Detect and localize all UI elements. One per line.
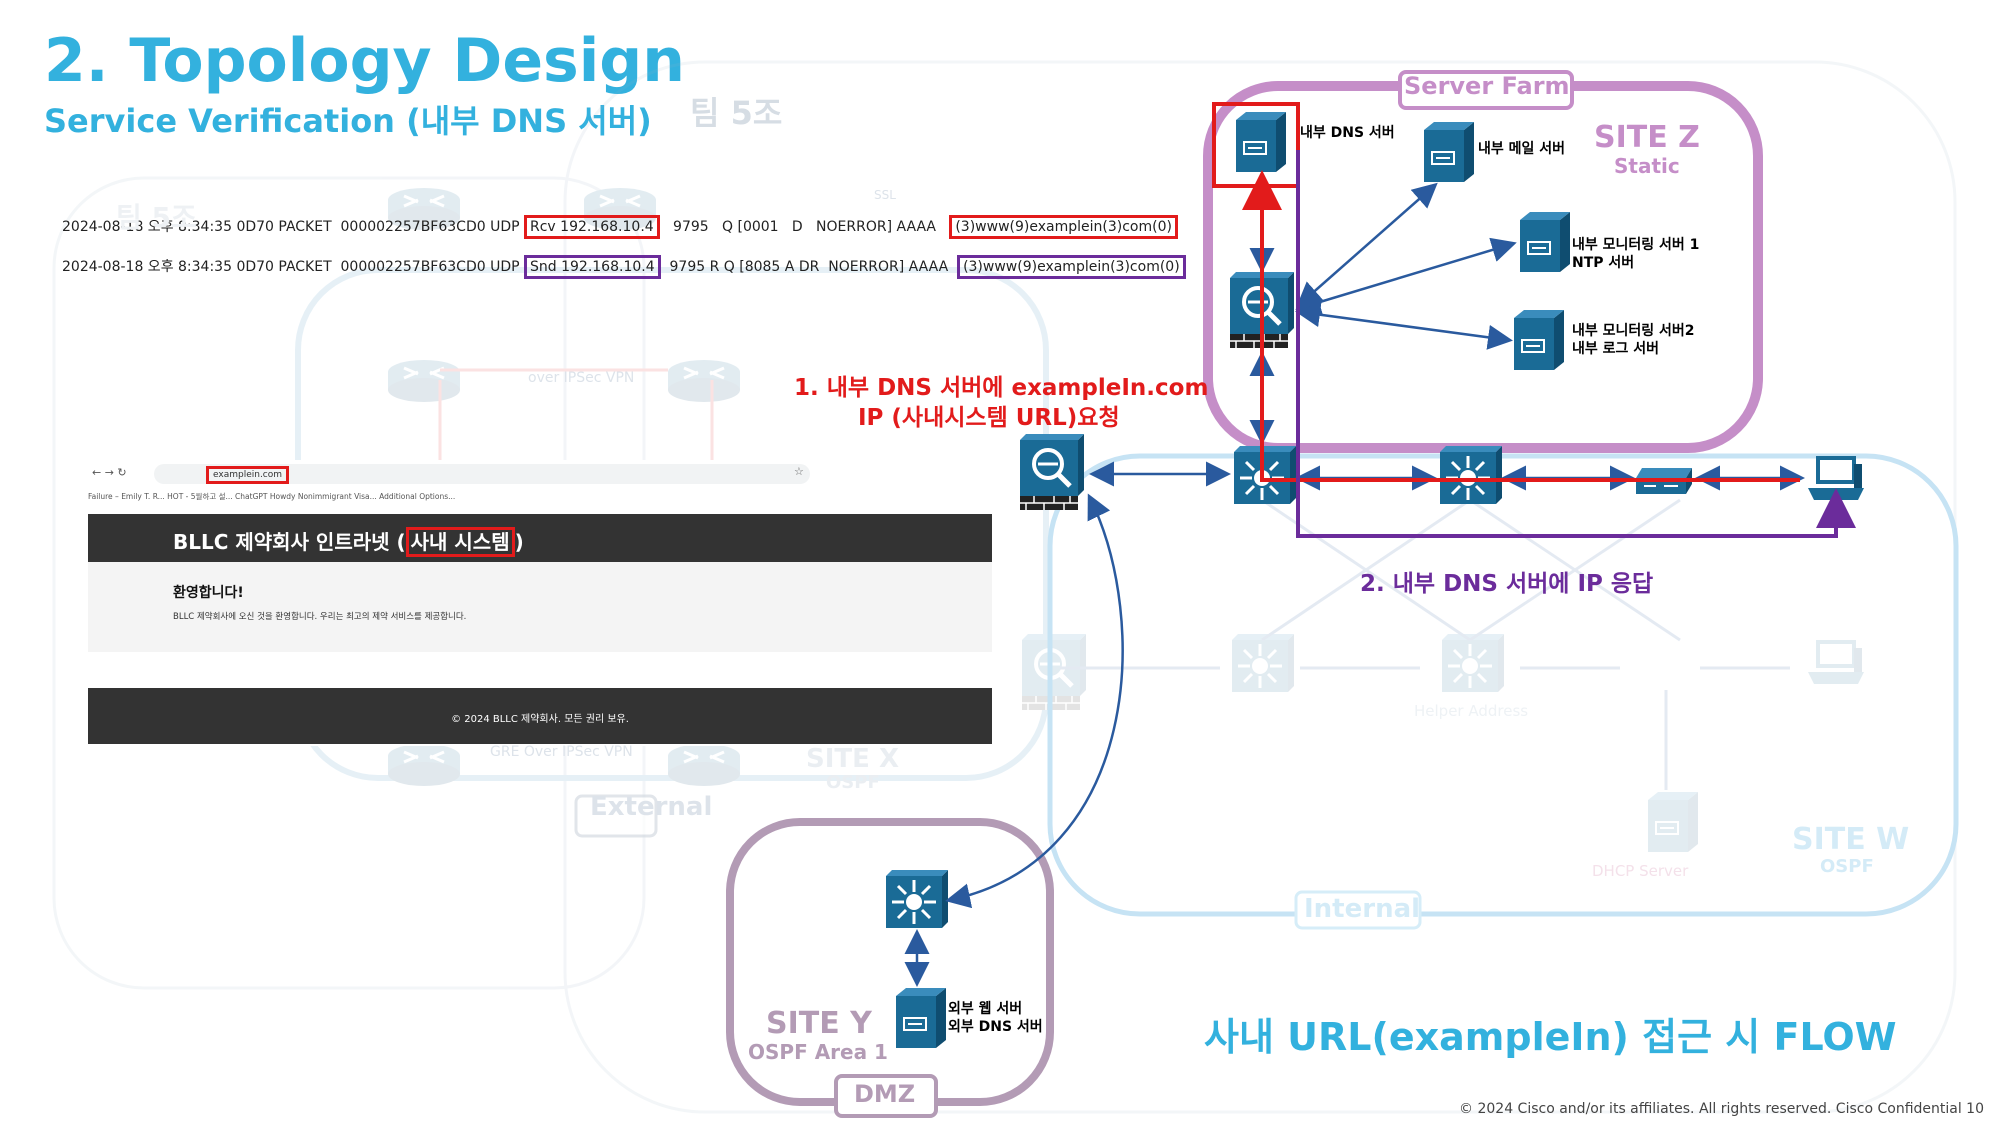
monitoring-server-2-icon (1513, 309, 1565, 371)
faded-internal-label: Internal (1304, 894, 1421, 924)
mail-server-label: 내부 메일 서버 (1478, 141, 1566, 157)
external-web-server-icon (895, 987, 947, 1049)
slide-title: 2. Topology Design (44, 26, 685, 96)
slide-subtitle: Service Verification (내부 DNS 서버) (44, 102, 652, 140)
web-server-label-b: 외부 DNS 서버 (948, 1019, 1043, 1035)
bookmarks-bar[interactable]: Failure – Emily T. R... HOT - 5월하고 설... … (88, 492, 456, 501)
browser-toolbar: ← → ↻ examplein.com ☆ (88, 460, 992, 488)
browser-screenshot: ← → ↻ examplein.com ☆ Failure – Emily T.… (88, 460, 992, 746)
faded-site-x-label: SITE X (806, 744, 899, 774)
dmz-label: DMZ (854, 1080, 916, 1108)
star-icon[interactable]: ☆ (794, 465, 804, 478)
internal-dns-server-icon (1235, 111, 1287, 173)
log-response-domain: (3)www(9)examplein(3)com(0) (957, 255, 1186, 279)
log-request-domain: (3)www(9)examplein(3)com(0) (949, 215, 1178, 239)
web-server-label-a: 외부 웹 서버 (948, 1001, 1023, 1017)
faded-background-topology (52, 60, 1957, 1114)
log-response-ip: Snd 192.168.10.4 (524, 255, 661, 279)
faded-ipsec-label: over IPSec VPN (528, 370, 635, 386)
log-line-response: 2024-08-18 오후 8:34:35 0D70 PACKET 000002… (62, 255, 1186, 279)
server-farm-label: Server Farm (1404, 72, 1570, 100)
address-bar[interactable] (154, 464, 810, 484)
step1-label-b: IP (사내시스템 URL)요청 (858, 405, 1120, 431)
site-z-sub: Static (1614, 154, 1680, 178)
dmz-switch-icon (884, 868, 950, 930)
faded-site-x-sub: OSPF (826, 772, 880, 793)
core-switch-2-icon (1438, 444, 1504, 506)
monitor1-label-a: 내부 모니터링 서버 1 (1572, 237, 1700, 253)
faded-dhcp-label: DHCP Server (1592, 862, 1689, 880)
intranet-body: 환영합니다! BLLC 제약회사에 오신 것을 환영합니다. 우리는 최고의 제… (88, 562, 992, 652)
faded-external-label: External (590, 792, 713, 822)
monitor1-label-b: NTP 서버 (1572, 255, 1635, 271)
faded-gre-label: GRE Over IPSec VPN (490, 744, 633, 760)
site-y-label: SITE Y (766, 1006, 872, 1041)
dns-response-path (1296, 150, 1856, 538)
address-url[interactable]: examplein.com (206, 466, 290, 484)
flow-title: 사내 URL(exampleIn) 접근 시 FLOW (1204, 1015, 1897, 1059)
faded-site-w-sub: OSPF (1820, 856, 1874, 877)
step2-label: 2. 내부 DNS 서버에 IP 응답 (1360, 571, 1654, 597)
team-label: 팀 5조 (690, 94, 783, 132)
edge-firewall-icon (1020, 434, 1084, 510)
dns-request-path (1242, 170, 1800, 482)
intranet-footer: © 2024 BLLC 제약회사. 모든 권리 보유. (88, 688, 992, 744)
welcome-description: BLLC 제약회사에 오신 것을 환영합니다. 우리는 최고의 제약 서비스를 … (173, 612, 467, 622)
internal-mail-server-icon (1423, 121, 1475, 183)
faded-ssl-label: SSL (874, 188, 896, 202)
monitor2-label-b: 내부 로그 서버 (1572, 341, 1660, 357)
monitoring-server-1-icon (1519, 211, 1571, 273)
client-pc-icon (1808, 456, 1864, 500)
system-highlight: 사내 시스템 (405, 527, 515, 557)
monitor2-label-a: 내부 모니터링 서버2 (1572, 323, 1695, 339)
site-z-label: SITE Z (1594, 120, 1700, 155)
site-y-sub: OSPF Area 1 (748, 1040, 888, 1064)
dmz-tab (834, 1074, 938, 1118)
log-line-request: 2024-08-18 오후 8:34:35 0D70 PACKET 000002… (62, 215, 1178, 239)
slide-footer: © 2024 Cisco and/or its affiliates. All … (1459, 1101, 1984, 1117)
core-switch-1-icon (1232, 444, 1298, 506)
log-request-ip: Rcv 192.168.10.4 (524, 215, 660, 239)
internal-dns-highlight (1212, 102, 1300, 188)
intranet-header: BLLC 제약회사 인트라넷 (사내 시스템) (88, 514, 992, 562)
nav-icons[interactable]: ← → ↻ (92, 466, 127, 479)
internal-dns-label: 내부 DNS 서버 (1300, 125, 1395, 141)
faded-helper-label: Helper Address (1414, 702, 1529, 720)
server-farm-tab (1398, 70, 1574, 110)
welcome-heading: 환영합니다! (173, 585, 244, 601)
faded-site-top-label: 팀 5조 (116, 201, 197, 234)
step1-label-a: 1. 내부 DNS 서버에 exampleIn.com (794, 375, 1209, 401)
faded-site-w-label: SITE W (1792, 822, 1910, 857)
